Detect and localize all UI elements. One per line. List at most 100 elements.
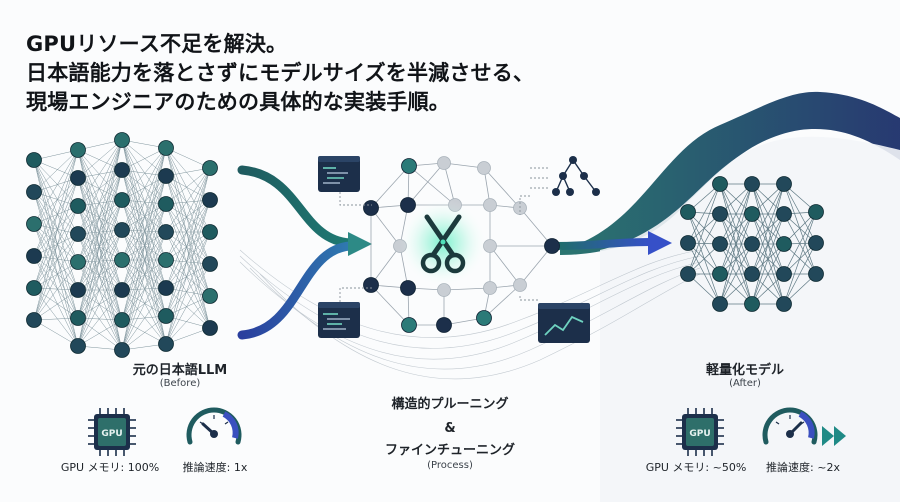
after-node [712, 206, 728, 222]
after-node [776, 176, 792, 192]
before-node [158, 168, 174, 184]
speedometer-icon [762, 407, 818, 445]
before-node [114, 342, 130, 358]
before-node [202, 192, 218, 208]
before-node [114, 312, 130, 328]
before-edge [121, 199, 167, 345]
before-edge [33, 261, 79, 321]
before-edge [121, 139, 167, 233]
gpu-chip-icon: GPU [676, 408, 724, 456]
before-node [114, 192, 130, 208]
after-edge [783, 213, 817, 275]
before-edge [165, 199, 211, 317]
before-edge [165, 167, 211, 289]
after-node [744, 236, 760, 252]
before-edge [77, 149, 123, 171]
before-edge [165, 199, 211, 261]
after-edge [719, 243, 753, 305]
before-edge [165, 199, 211, 233]
before-edge [121, 287, 167, 321]
process-edge [443, 162, 456, 206]
before-edge [165, 231, 211, 345]
before-edge [121, 175, 167, 231]
process-edge [519, 207, 553, 247]
before-edge [33, 205, 79, 257]
before-edge [77, 229, 123, 291]
before-edge [165, 231, 211, 265]
before-node [202, 256, 218, 272]
before-node [202, 224, 218, 240]
before-node [158, 196, 174, 212]
before-edge [77, 317, 123, 351]
before-edge [165, 231, 211, 317]
before-edge [121, 229, 167, 289]
process-node [400, 197, 416, 213]
after-edge [719, 183, 753, 245]
before-edge [77, 233, 123, 261]
before-node [26, 248, 42, 264]
code-connector [339, 192, 372, 206]
before-edge [33, 149, 79, 193]
before-edge [77, 199, 123, 235]
line-chart-icon [538, 303, 590, 343]
process-node [401, 158, 417, 174]
before-edge [33, 233, 79, 321]
before-edge [121, 231, 167, 321]
process-edge [407, 162, 445, 206]
before-edge [33, 223, 79, 263]
before-edge [165, 175, 211, 233]
before-edge [165, 167, 211, 317]
before-edge [77, 149, 123, 351]
background-wave [560, 91, 900, 502]
tree-connector [519, 195, 530, 215]
input-arrow-head [348, 232, 372, 256]
before-edge [77, 199, 123, 291]
process-node [477, 161, 491, 175]
after-edge [719, 183, 753, 275]
before-edge [165, 231, 211, 289]
before-node [70, 282, 86, 298]
before-edge [121, 147, 167, 201]
process-node [400, 280, 416, 296]
before-edge [165, 199, 211, 345]
before-edge [77, 229, 123, 347]
after-edge [687, 211, 721, 305]
before-edge [121, 319, 167, 345]
fast-forward-icon [822, 426, 846, 446]
before-edge [33, 255, 79, 291]
after-node [744, 176, 760, 192]
before-edge [165, 287, 211, 329]
before-node [70, 170, 86, 186]
after-node [808, 266, 824, 282]
after-node [808, 204, 824, 220]
after-edge [783, 183, 817, 244]
before-edge [77, 139, 123, 263]
after-edge [783, 211, 817, 275]
after-edge [719, 213, 753, 305]
before-edge [33, 261, 79, 289]
before-edge [77, 139, 123, 207]
before-edge [121, 203, 167, 351]
before-edge [77, 259, 123, 319]
before-edge [33, 149, 79, 257]
after-node [776, 266, 792, 282]
before-edge [121, 147, 167, 351]
before-network [26, 132, 218, 358]
after-speed-stat: 推論速度: ~2x [766, 461, 840, 474]
before-edge [77, 199, 123, 347]
process-edge [443, 287, 491, 291]
before-node [70, 226, 86, 242]
before-edge [77, 169, 123, 207]
before-edge [77, 177, 123, 261]
tree-dashes [530, 167, 548, 189]
before-edge [77, 259, 123, 347]
before-edge [121, 289, 167, 317]
before-edge [121, 139, 167, 177]
before-edge [77, 177, 123, 291]
before-edge [121, 231, 167, 351]
process-node [401, 317, 417, 333]
before-edge [121, 231, 167, 291]
before-edge [77, 139, 123, 235]
after-node [808, 235, 824, 251]
before-node [114, 132, 130, 148]
